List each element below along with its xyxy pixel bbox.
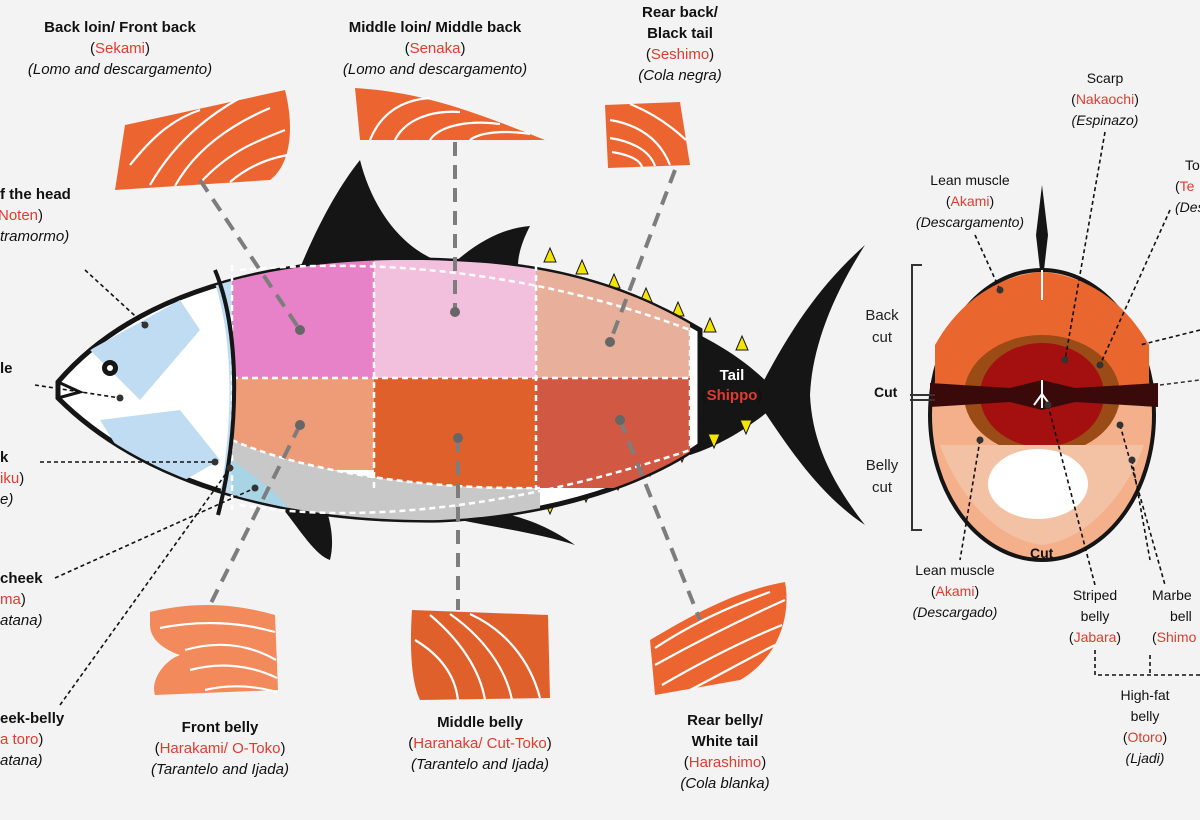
label-marbled-belly: Marbe bell (Shimo: [1152, 587, 1197, 645]
region-belly-grey: [232, 440, 540, 521]
pectoral-fin: [280, 505, 333, 560]
label-top-head: f the head Noten) tramormo): [0, 186, 71, 245]
steak-connectors: [198, 142, 702, 621]
label-rear-belly: Rear belly/ White tail Harashimo Cola bl…: [650, 710, 800, 794]
label-middle-loin: Middle loin/ Middle back Senaka Lomo and…: [310, 17, 560, 80]
label-striped-belly: Striped belly Jabara: [1050, 585, 1140, 648]
region-dots: [295, 307, 625, 443]
region-rear-belly: [536, 378, 690, 488]
region-front-back: [232, 260, 374, 378]
gill-line: [213, 269, 237, 516]
cross-section: [928, 185, 1158, 562]
cut-bracket: [911, 264, 922, 531]
label-middle-belly: Middle belly Haranaka/ Cut-Toko Tarantel…: [380, 712, 580, 775]
label-lean-bottom: Lean muscle Akami Descargado: [885, 560, 1025, 623]
label-left-a: le: [0, 360, 13, 377]
steak-middle-belly: [410, 610, 550, 701]
label-left-b: k iku) e): [0, 449, 25, 508]
label-front-belly: Front belly Harakami/ O-Toko Tarantelo a…: [120, 717, 320, 780]
region-middle-back: [374, 260, 536, 378]
left-leaders: [34, 269, 256, 706]
label-belly-cut: Belly cut: [865, 457, 899, 496]
steak-middle-loin: [355, 88, 545, 141]
label-lean-top: Lean muscle Akami Descargamento: [890, 170, 1050, 233]
label-high-fat: High-fat belly Otoro Ljadi: [1090, 685, 1200, 769]
steak-back-loin: [115, 90, 290, 190]
label-back-loin: Back loin/ Front back Sekami Lomo and de…: [0, 17, 240, 80]
dorsal-fin: [300, 160, 440, 268]
label-cut-bottom: Cut: [1030, 545, 1054, 561]
label-cheek: cheek ma) atana): [0, 570, 43, 629]
label-back-cut: Back cut: [865, 307, 899, 346]
cross-section-leaders: [959, 131, 1200, 676]
anal-fin: [460, 510, 575, 545]
head-light-area: [90, 300, 200, 400]
head-light-area-2: [100, 410, 220, 500]
region-middle-belly: [374, 378, 536, 488]
label-cheek-belly: eek-belly a toro) atana): [0, 710, 65, 769]
label-rear-back: Rear back/ Black tail Seshimo Cola negra: [610, 2, 750, 86]
label-cut-left: Cut: [874, 384, 898, 400]
steak-rear-back: [605, 102, 690, 168]
label-tail: Tail Shippo: [686, 366, 778, 406]
label-scarp: Scarp Nakaochi Espinazo: [1050, 68, 1160, 131]
label-to-right: To (Te (Desca: [1175, 157, 1200, 215]
steak-front-belly: [150, 604, 278, 695]
steak-rear-belly: [650, 582, 787, 695]
tail-fin: [760, 245, 865, 525]
